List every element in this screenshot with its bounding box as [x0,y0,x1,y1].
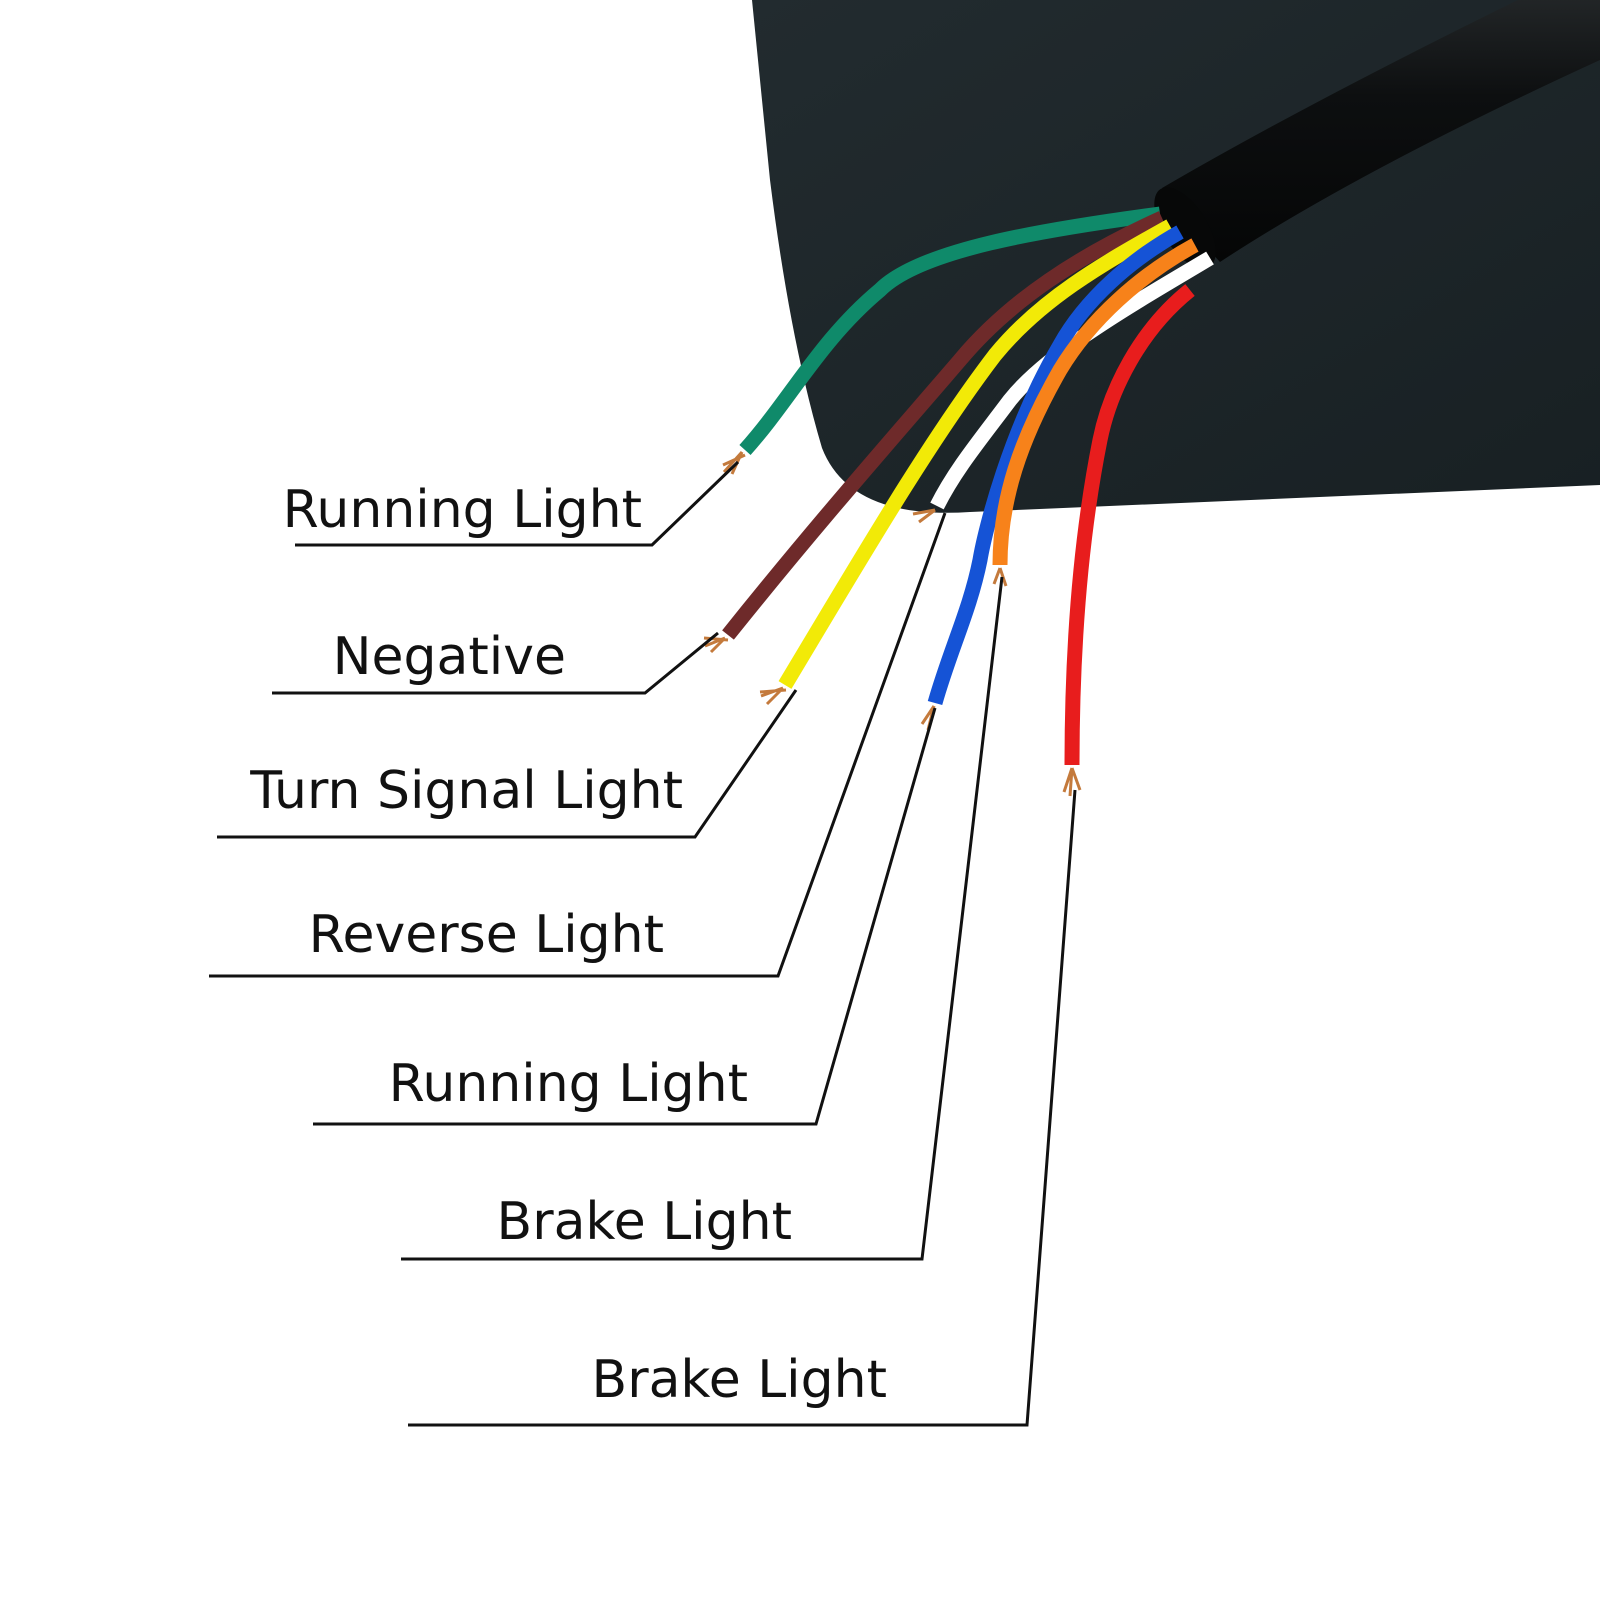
white-wire [930,251,1214,510]
label-brake-light-1: Brake Light [497,1192,792,1252]
copper-end-orange [992,567,1008,587]
leader-brake-light-2 [408,789,1077,1427]
blue-wire [927,225,1184,706]
copper-end-yellow [759,686,787,706]
copper-end-green [722,450,746,475]
leader-lines [209,460,1077,1427]
label-running-light-1: Running Light [283,480,642,540]
copper-end-red [1062,767,1082,797]
labels: Running Light Negative Turn Signal Light… [249,480,887,1410]
label-negative: Negative [333,627,566,687]
yellow-wire [778,219,1174,689]
wires [722,206,1214,766]
label-running-light-2: Running Light [389,1054,748,1114]
cable-end [1154,187,1216,269]
copper-end-brown [703,636,729,654]
leader-running-light-2 [313,707,937,1126]
leader-negative [272,631,719,695]
leader-reverse-light [209,512,947,978]
cable-jacket [1162,0,1600,262]
red-wire [1064,284,1195,766]
leader-running-light-1 [295,460,740,547]
leader-brake-light-1 [401,576,1004,1261]
label-reverse-light: Reverse Light [309,905,664,965]
green-wire [739,206,1161,456]
copper-end-white [912,508,936,524]
label-turn-signal-light: Turn Signal Light [249,761,683,821]
brown-wire [722,211,1166,640]
orange-wire [992,238,1199,566]
leader-turn-signal [217,689,798,839]
label-brake-light-2: Brake Light [592,1350,887,1410]
